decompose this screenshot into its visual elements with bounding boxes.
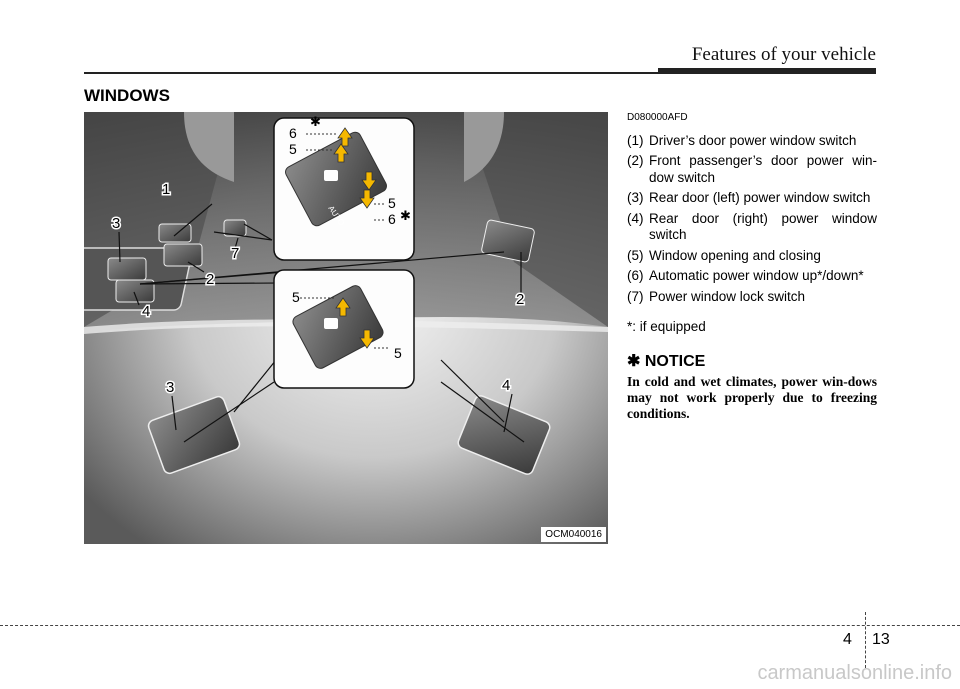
callout-7: 7 bbox=[231, 245, 239, 262]
item-number: (7) bbox=[627, 288, 644, 304]
item-number: (5) bbox=[627, 247, 644, 263]
zoom-label-6a: 6 bbox=[289, 125, 297, 141]
callout-labels: 1 2 2 3 3 4 4 7 bbox=[111, 180, 526, 398]
item-number: (6) bbox=[627, 268, 644, 283]
item-label: Rear door (right) power window switch bbox=[649, 210, 877, 243]
header-rule-accent bbox=[658, 68, 876, 73]
callout-2a: 2 bbox=[206, 271, 214, 288]
figure-illustration: AUTO 1 2 2 3 3 4 4 7 bbox=[84, 112, 608, 544]
notice-title: ✱ NOTICE bbox=[627, 352, 706, 370]
callout-4a: 4 bbox=[142, 303, 150, 320]
callout-4b: 4 bbox=[502, 377, 510, 394]
zoom-label-5b: 5 bbox=[388, 195, 396, 211]
list-item: (3) Rear door (left) power window switch bbox=[627, 190, 877, 207]
text-column: D080000AFD (1) Driver’s door power window… bbox=[627, 110, 877, 422]
zoom-label-5d: 5 bbox=[394, 345, 402, 361]
star-side: ✱ bbox=[400, 208, 411, 223]
item-label: Automatic power window up*/down* bbox=[649, 268, 864, 283]
item-label: Power window lock switch bbox=[649, 288, 806, 304]
list-item: (2) Front passenger’s door power win-dow … bbox=[627, 153, 877, 186]
watermark: carmanualsonline.info bbox=[757, 662, 952, 684]
callout-2b: 2 bbox=[516, 291, 524, 308]
window-switch-figure: AUTO 1 2 2 3 3 4 4 7 bbox=[84, 112, 608, 544]
zoom-label-6b: 6 bbox=[388, 211, 396, 227]
page-number: 13 bbox=[872, 631, 890, 648]
notice-body: In cold and wet climates, power win-dows… bbox=[627, 374, 877, 421]
list-item: (6) Automatic power window up*/down* bbox=[627, 268, 877, 285]
zoom-label-5a: 5 bbox=[289, 141, 297, 157]
callout-3a: 3 bbox=[112, 215, 120, 232]
item-number: (4) bbox=[627, 210, 644, 226]
zoom-box-driver: AUTO bbox=[273, 117, 415, 261]
item-list: (1) Driver’s door power window switch (2)… bbox=[627, 133, 877, 306]
front-passenger-switch bbox=[481, 219, 535, 263]
section-title: WINDOWS bbox=[84, 86, 170, 105]
list-item: (5) Window opening and closing bbox=[627, 248, 877, 265]
list-item: (7) Power window lock switch bbox=[627, 289, 877, 306]
zoom-labels: 6 5 5 6 ✱ ✱ 5 5 bbox=[289, 114, 411, 361]
driver-switch-panel bbox=[84, 219, 247, 311]
chapter-number: 4 bbox=[843, 631, 852, 648]
footer-rule bbox=[0, 625, 960, 626]
item-label: Window opening and closing bbox=[649, 247, 821, 263]
header-title: Features of your vehicle bbox=[691, 44, 876, 65]
doc-code: D080000AFD bbox=[627, 112, 688, 123]
zoom-box-rear bbox=[273, 269, 415, 389]
star-top: ✱ bbox=[310, 114, 321, 129]
item-number: (3) bbox=[627, 190, 644, 205]
list-item: (4) Rear door (right) power window switch bbox=[627, 211, 877, 244]
page-separator bbox=[865, 612, 866, 668]
callout-3b: 3 bbox=[166, 379, 174, 396]
header-rule bbox=[84, 72, 876, 74]
leader-lines bbox=[118, 203, 525, 443]
item-number: (2) bbox=[627, 153, 644, 168]
figure-code: OCM040016 bbox=[541, 527, 606, 542]
footnote: *: if equipped bbox=[627, 319, 706, 334]
zoom-label-5c: 5 bbox=[292, 289, 300, 305]
item-label: Driver’s door power window switch bbox=[649, 132, 857, 148]
list-item: (1) Driver’s door power window switch bbox=[627, 133, 877, 150]
callout-1: 1 bbox=[162, 181, 170, 198]
item-number: (1) bbox=[627, 132, 644, 148]
rear-right-switch bbox=[457, 395, 551, 475]
item-label: Rear door (left) power window switch bbox=[649, 190, 871, 205]
item-label: Front passenger’s door power win-dow swi… bbox=[649, 153, 877, 185]
